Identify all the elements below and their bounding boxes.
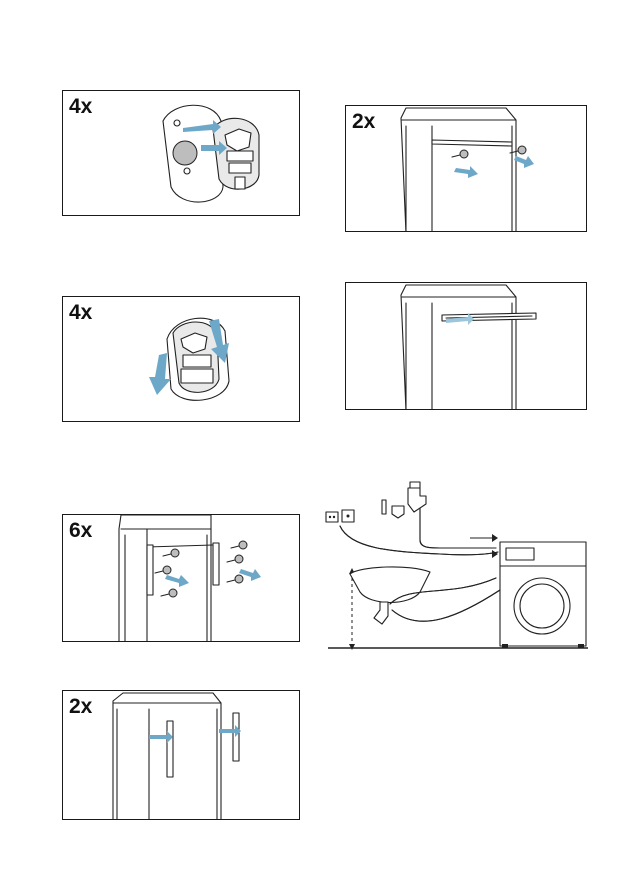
step-panel-rail-screws: 2x bbox=[345, 105, 587, 232]
insert-rails-illustration bbox=[63, 691, 300, 820]
rail-removal-illustration bbox=[346, 283, 587, 410]
screw-icon bbox=[382, 500, 386, 514]
rail-screws-illustration bbox=[346, 106, 587, 232]
arrow-icon bbox=[149, 353, 171, 395]
tap-icon bbox=[408, 488, 426, 512]
socket-icon bbox=[326, 512, 338, 522]
step-panel-screws-removal: 6x bbox=[62, 514, 300, 642]
step-panel-rail-removal bbox=[345, 282, 587, 410]
cover-insert-illustration bbox=[63, 297, 300, 422]
siphon-fitting-icon bbox=[392, 506, 404, 518]
screws-removal-illustration bbox=[63, 515, 300, 642]
step-panel-insert-rails: 2x bbox=[62, 690, 300, 820]
connection-diagram bbox=[320, 468, 590, 652]
step-panel-cover-removal: 4x bbox=[62, 90, 300, 216]
arrow-icon bbox=[514, 156, 534, 168]
cover-removal-illustration bbox=[63, 91, 300, 216]
hose-connection-illustration bbox=[320, 468, 590, 652]
sink-icon bbox=[350, 567, 430, 603]
step-panel-cover-insert: 4x bbox=[62, 296, 300, 422]
